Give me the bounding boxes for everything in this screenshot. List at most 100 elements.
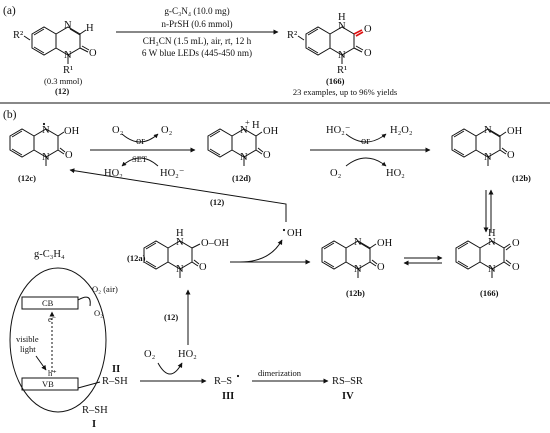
12c-n-top: N [42,125,50,136]
photocat-particle [9,267,107,413]
12d-n-bottom: N [240,152,248,163]
ho2minus-label-2: HO₂⁻ [326,125,350,136]
12d-plus: + [245,117,250,127]
12b-top-n: N [484,125,492,136]
12d-n-top: N [240,125,248,136]
curve-ho2minus-h2o2 [345,133,387,143]
panel-b-label: (b) [3,109,17,121]
reagent-12-upper: (12) [210,197,224,207]
thiol-II-label: II [112,364,120,375]
thiol-IV-label: IV [342,391,354,402]
12a-n-bottom: N [176,264,184,275]
12d-h: H [252,120,260,131]
thiol-IV-formula: RS–SR [332,376,363,387]
166-o2: O [512,262,520,273]
o2-label-1: O₂ [112,125,124,136]
curve-oh-release [239,239,283,263]
cb-curve [77,296,91,307]
12a-ooh: O–OH [201,238,229,249]
thiol-I-formula: R–SH [82,405,108,416]
product-o1: O [364,24,372,35]
ho2rad-label-1: HO₂ [104,168,123,179]
yield-note: 23 examples, up to 96% yields [293,87,397,97]
product-r1: R¹ [337,65,347,76]
reactant-h: H [86,23,94,34]
12b-top-oh: OH [507,126,523,137]
condition-light: 6 W blue LEDs (445-450 nm) [142,48,252,58]
o2-air: O₂ (air) [92,284,118,294]
product-r2: R² [287,30,297,41]
reactant-o: O [89,48,97,59]
electron-label: e⁻ [48,314,56,324]
reactant-n-bottom: N [64,50,72,61]
ho2rad-label-3: HO₂ [178,349,197,360]
light-label-1: visible [16,334,39,344]
reactant-r2: R² [13,30,23,41]
12a-o: O [199,262,207,273]
166-n-top: N [488,237,496,248]
166-h: H [488,228,496,239]
12c-o: O [65,150,73,161]
hole-to-thiol [77,381,101,389]
o2rad-label-1: O₂ [161,125,173,136]
thiol-III-label: III [222,391,234,402]
o2rad-cb: O₂ [94,308,103,318]
condition-catalyst: g-C₃N₄ (10.0 mg) [164,6,229,16]
o2rad-label-3: O₂ [144,349,156,360]
12a-id: (12a) [127,253,146,263]
product-166-b-structure [455,240,512,278]
product-n-top: N [338,21,346,32]
product-166-structure [297,26,364,64]
intermediate-12c-structure [9,122,66,166]
hole-label: h⁺ [48,368,57,378]
product-o2: O [364,48,372,59]
intermediate-12a-structure [143,240,201,278]
thiol-II-formula: R–SH [102,376,128,387]
12d-id: (12d) [232,173,251,183]
oh-radical: OH [287,228,303,239]
reactant-amount: (0.3 mmol) [44,76,82,86]
12c-n-bottom: N [42,152,50,163]
12b-top-id: (12b) [512,173,531,183]
curve-o2-o2rad [121,133,159,143]
intermediate-12b-top-structure [451,128,508,166]
or-label-1: or [136,136,145,147]
cb-label: CB [42,298,54,308]
12c-oh: OH [64,126,80,137]
thiol-I-label: I [92,419,96,430]
intermediate-12b-mid-structure [321,240,378,278]
12a-h: H [176,228,184,239]
o2rad-label-2: O₂ [330,168,342,179]
12c-id: (12c) [18,173,36,183]
reagent-12-lower: (12) [164,312,178,322]
product-n-bottom: N [338,50,346,61]
light-label-2: light [20,344,36,354]
condition-thiol: n-PrSH (0.6 mmol) [161,19,232,29]
reactant-12-structure [23,26,90,64]
or-label-2: or [361,136,370,147]
product-id: (166) [326,76,345,86]
12b-mid-o: O [377,262,385,273]
reactant-r1: R¹ [63,65,73,76]
thiol-III-formula: R–S [214,376,232,387]
166-n-bottom: N [488,264,496,275]
arrow-oh-to-12c [69,168,287,222]
12b-mid-oh: OH [377,238,393,249]
curve-ho2-ho2minus [121,157,159,167]
intermediate-12d-structure [207,128,264,166]
ho2rad-label-2: HO₂ [386,168,405,179]
12b-top-o: O [507,150,515,161]
panel-a-label: (a) [3,5,16,17]
h2o2-label: H₂O₂ [390,125,413,136]
photocat-name: g-C₃H₄ [34,249,65,260]
curve-o2rad-ho2rad [345,157,387,167]
condition-solvent: CH₃CN (1.5 mL), air, rt, 12 h [143,36,252,46]
12b-mid-n: N [354,237,362,248]
166-id: (166) [480,288,499,298]
166-o1: O [512,238,520,249]
12b-top-n-bottom: N [484,152,492,163]
valence-band [21,377,79,391]
reactant-id: (12) [55,86,69,96]
